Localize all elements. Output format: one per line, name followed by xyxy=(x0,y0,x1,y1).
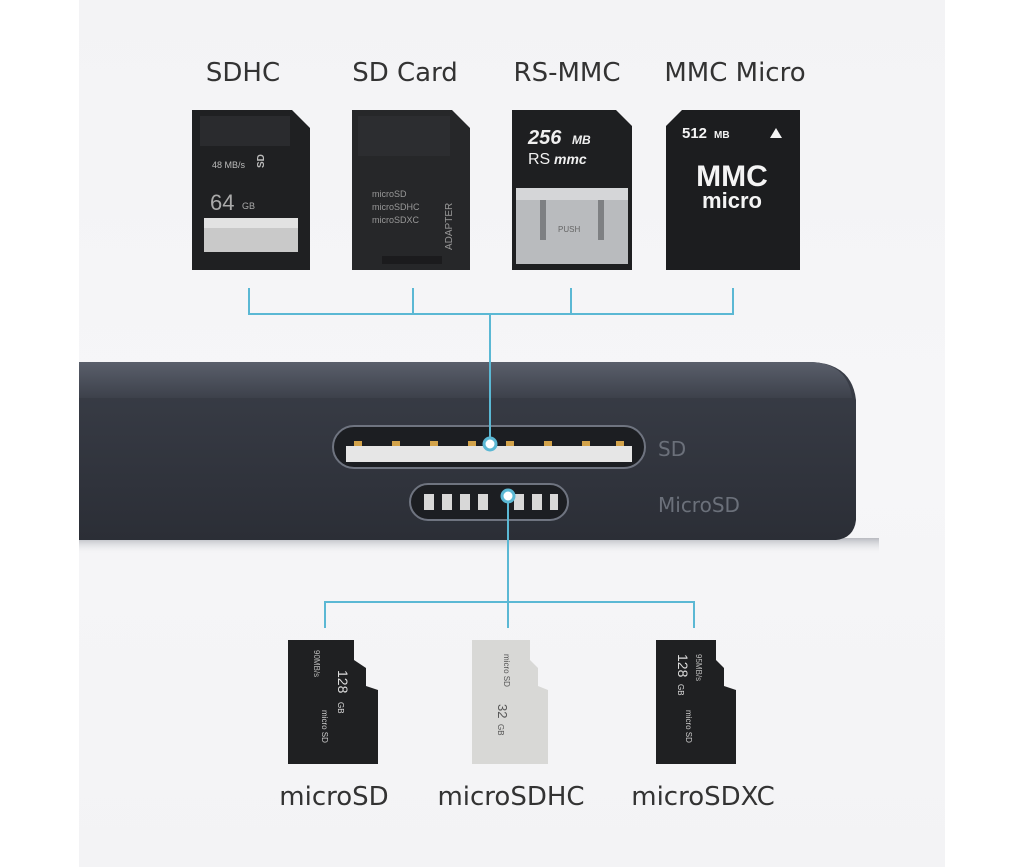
rsmmc-capacity-unit: MB xyxy=(572,133,591,147)
label-microsdhc: microSDHC xyxy=(437,782,585,812)
microsd-speed: 90MB/s xyxy=(312,650,321,677)
mmc-micro-card: 512 MB MMC micro xyxy=(666,110,800,270)
microsd-capacity: 128 xyxy=(335,670,351,694)
label-sdhc: SDHC xyxy=(205,58,281,88)
mmcmicro-capacity-unit: MB xyxy=(714,130,730,141)
sdhc-capacity-unit: GB xyxy=(242,201,255,211)
microsd-connector-dot xyxy=(500,488,516,504)
microsdhc-capacity-unit: GB xyxy=(496,724,505,736)
label-rs-mmc: RS-MMC xyxy=(513,58,621,88)
adapter-side-text: ADAPTER xyxy=(444,203,455,250)
rsmmc-brand-sub: mmc xyxy=(554,151,587,167)
microsdhc-card: micro SD 32 GB xyxy=(472,640,548,764)
rs-mmc-card: 256 MB RS mmc PUSH xyxy=(512,110,632,270)
adapter-line-2: microSDHC xyxy=(372,202,420,212)
mmcmicro-capacity: 512 xyxy=(682,125,707,142)
label-sd-card: SD Card xyxy=(352,58,458,88)
microsdhc-logo: micro SD xyxy=(502,654,511,687)
rsmmc-push: PUSH xyxy=(558,225,580,234)
microsdxc-speed: 95MB/s xyxy=(694,654,703,681)
rsmmc-capacity: 256 xyxy=(527,127,562,149)
microsdhc-capacity: 32 xyxy=(495,704,510,718)
rsmmc-brand: RS xyxy=(528,151,550,168)
arrow-up-icon xyxy=(770,128,782,138)
microsdxc-capacity-unit: GB xyxy=(676,684,685,696)
label-microsd: microSD xyxy=(279,782,389,812)
microsdxc-capacity: 128 xyxy=(675,654,691,678)
microsd-slot-label: MicroSD xyxy=(658,493,740,517)
adapter-line-3: microSDXC xyxy=(372,215,420,225)
adapter-line-1: microSD xyxy=(372,189,407,199)
svg-text:SD: SD xyxy=(256,154,267,168)
sd-adapter-card: microSD microSDHC microSDXC ADAPTER xyxy=(352,110,470,270)
microsdxc-card: 128 GB 95MB/s micro SD xyxy=(656,640,736,764)
label-mmc-micro: MMC Micro xyxy=(664,58,806,88)
sd-connector-dot xyxy=(482,436,498,452)
sdhc-capacity: 64 xyxy=(210,190,234,215)
microsd-capacity-unit: GB xyxy=(336,702,345,714)
sd-slot-label: SD xyxy=(658,437,686,461)
microsdxc-logo: micro SD xyxy=(684,710,693,743)
mmcmicro-line1: MMC xyxy=(696,160,768,193)
mmcmicro-line2: micro xyxy=(702,188,762,213)
microsd-logo: micro SD xyxy=(320,710,329,743)
label-microsdxc: microSDXC xyxy=(631,782,775,812)
sdhc-speed: 48 MB/s xyxy=(212,160,246,170)
microsd-slot xyxy=(409,483,569,521)
sdhc-card: 48 MB/s SD 64 GB xyxy=(192,110,310,270)
microsd-card: 128 GB 90MB/s micro SD xyxy=(288,640,378,764)
